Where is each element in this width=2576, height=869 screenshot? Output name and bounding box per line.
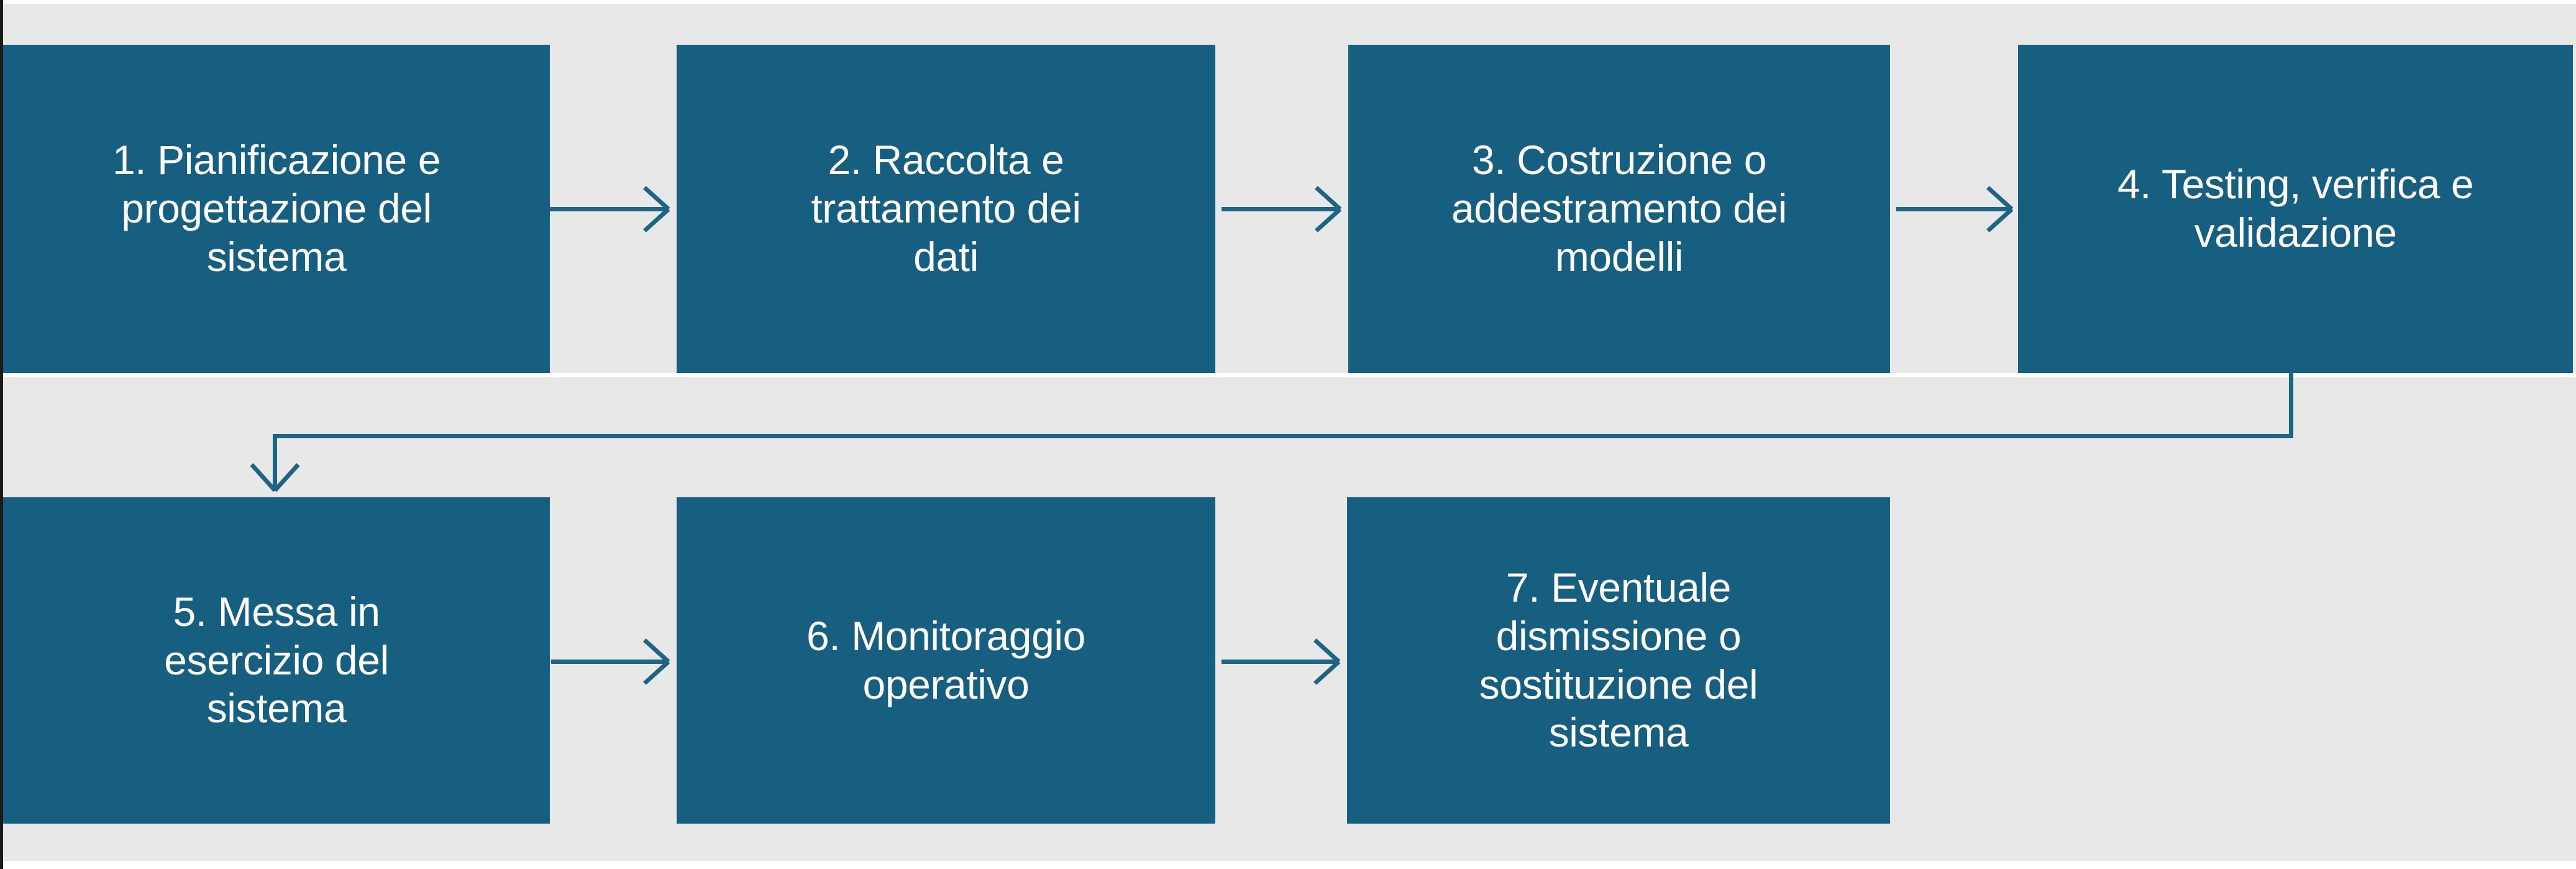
node-6-monitoraggio[interactable]: 6. Monitoraggio operativo <box>677 497 1215 824</box>
node-1-label: 1. Pianificazione e progettazione del si… <box>112 137 441 280</box>
connector-4-to-5-horizontal <box>273 434 2293 438</box>
gutter-middle <box>3 373 2576 377</box>
node-2-label: 2. Raccolta e trattamento dei dati <box>811 137 1081 280</box>
node-1-pianificazione[interactable]: 1. Pianificazione e progettazione del si… <box>3 45 550 373</box>
connector-3-to-4-line <box>1896 207 2011 211</box>
node-3-label: 3. Costruzione o addestramento dei model… <box>1451 137 1787 280</box>
node-7-dismissione[interactable]: 7. Eventuale dismissione o sostituzione … <box>1347 497 1890 824</box>
connector-2-to-3-line <box>1222 207 1340 211</box>
connector-5-to-6-line <box>551 660 668 664</box>
node-5-label: 5. Messa in esercizio del sistema <box>164 588 389 732</box>
connector-1-to-2-line <box>550 207 668 211</box>
slide-edge-left <box>0 0 3 869</box>
node-4-label: 4. Testing, verifica e validazione <box>2117 161 2474 255</box>
connector-4-to-5-vertical-drop <box>273 434 277 491</box>
node-4-testing[interactable]: 4. Testing, verifica e validazione <box>2018 45 2573 373</box>
node-6-label: 6. Monitoraggio operativo <box>806 612 1085 707</box>
connector-6-to-7-line <box>1222 660 1338 664</box>
node-2-raccolta[interactable]: 2. Raccolta e trattamento dei dati <box>677 45 1215 373</box>
node-7-label: 7. Eventuale dismissione o sostituzione … <box>1479 564 1758 756</box>
node-3-costruzione[interactable]: 3. Costruzione o addestramento dei model… <box>1348 45 1890 373</box>
connector-4-to-5-vertical-down <box>2289 373 2293 438</box>
gutter-top <box>3 0 2576 4</box>
node-5-messa-in-esercizio[interactable]: 5. Messa in esercizio del sistema <box>3 497 550 824</box>
gutter-bottom <box>3 861 2576 869</box>
